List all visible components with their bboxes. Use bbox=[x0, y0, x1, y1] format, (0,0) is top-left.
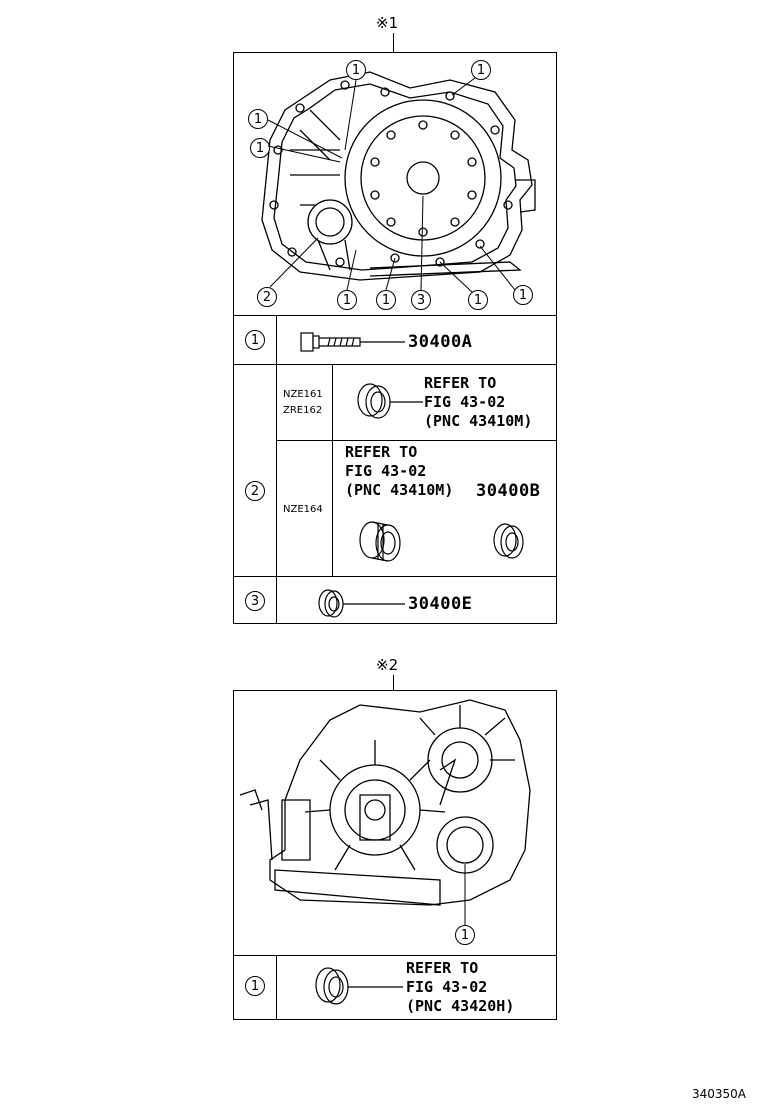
section-2-leader bbox=[393, 675, 394, 691]
refer-text-c-line1: REFER TO bbox=[406, 959, 479, 977]
table-1-key-divider bbox=[276, 315, 277, 624]
section-1-leader bbox=[393, 33, 394, 53]
row-2-model-divider bbox=[332, 364, 333, 576]
callout-1-left: 1 bbox=[248, 109, 268, 129]
model-nze161: NZE161 bbox=[283, 389, 323, 400]
callout-1-bottom-b: 1 bbox=[376, 290, 396, 310]
callout-1-bottom-c: 1 bbox=[468, 290, 488, 310]
refer-text-b-line3: (PNC 43410M) bbox=[345, 481, 454, 499]
row-b1-key: 1 bbox=[245, 976, 265, 996]
row-3-key: 3 bbox=[245, 591, 265, 611]
row-2-sub-divider bbox=[276, 440, 557, 441]
callout-1-top-right: 1 bbox=[471, 60, 491, 80]
figure-id: 340350A bbox=[692, 1087, 747, 1101]
refer-text-a-line3: (PNC 43410M) bbox=[424, 412, 533, 430]
table-2-top-border bbox=[233, 955, 557, 956]
callout-1-bottom-a: 1 bbox=[337, 290, 357, 310]
section-2-mark: ※2 bbox=[376, 656, 399, 674]
part-number-30400E: 30400E bbox=[408, 594, 473, 614]
refer-text-c-line3: (PNC 43420H) bbox=[406, 997, 515, 1015]
callout-1-bottom-d: 1 bbox=[513, 285, 533, 305]
part-number-30400B: 30400B bbox=[476, 481, 541, 501]
callout-1-top: 1 bbox=[346, 60, 366, 80]
model-nze164: NZE164 bbox=[283, 504, 323, 515]
row-divider-2 bbox=[233, 576, 557, 577]
section-1-frame bbox=[233, 52, 557, 624]
callout-1-left-lower: 1 bbox=[250, 138, 270, 158]
refer-text-b-line2: FIG 43-02 bbox=[345, 462, 427, 480]
refer-text-a-line1: REFER TO bbox=[424, 374, 497, 392]
section-2-frame bbox=[233, 690, 557, 1020]
row-1-key: 1 bbox=[245, 330, 265, 350]
row-2-key: 2 bbox=[245, 481, 265, 501]
model-zre162: ZRE162 bbox=[283, 405, 323, 416]
refer-text-c-line2: FIG 43-02 bbox=[406, 978, 488, 996]
callout-1-assembly: 1 bbox=[455, 925, 475, 945]
callout-2: 2 bbox=[257, 287, 277, 307]
section-1-mark: ※1 bbox=[376, 14, 399, 32]
refer-text-a-line2: FIG 43-02 bbox=[424, 393, 506, 411]
refer-text-b-line1: REFER TO bbox=[345, 443, 418, 461]
row-divider-1 bbox=[233, 364, 557, 365]
callout-3: 3 bbox=[411, 290, 431, 310]
table-2-key-divider bbox=[276, 955, 277, 1020]
part-number-30400A: 30400A bbox=[408, 332, 473, 352]
table-1-top-border bbox=[233, 315, 557, 316]
